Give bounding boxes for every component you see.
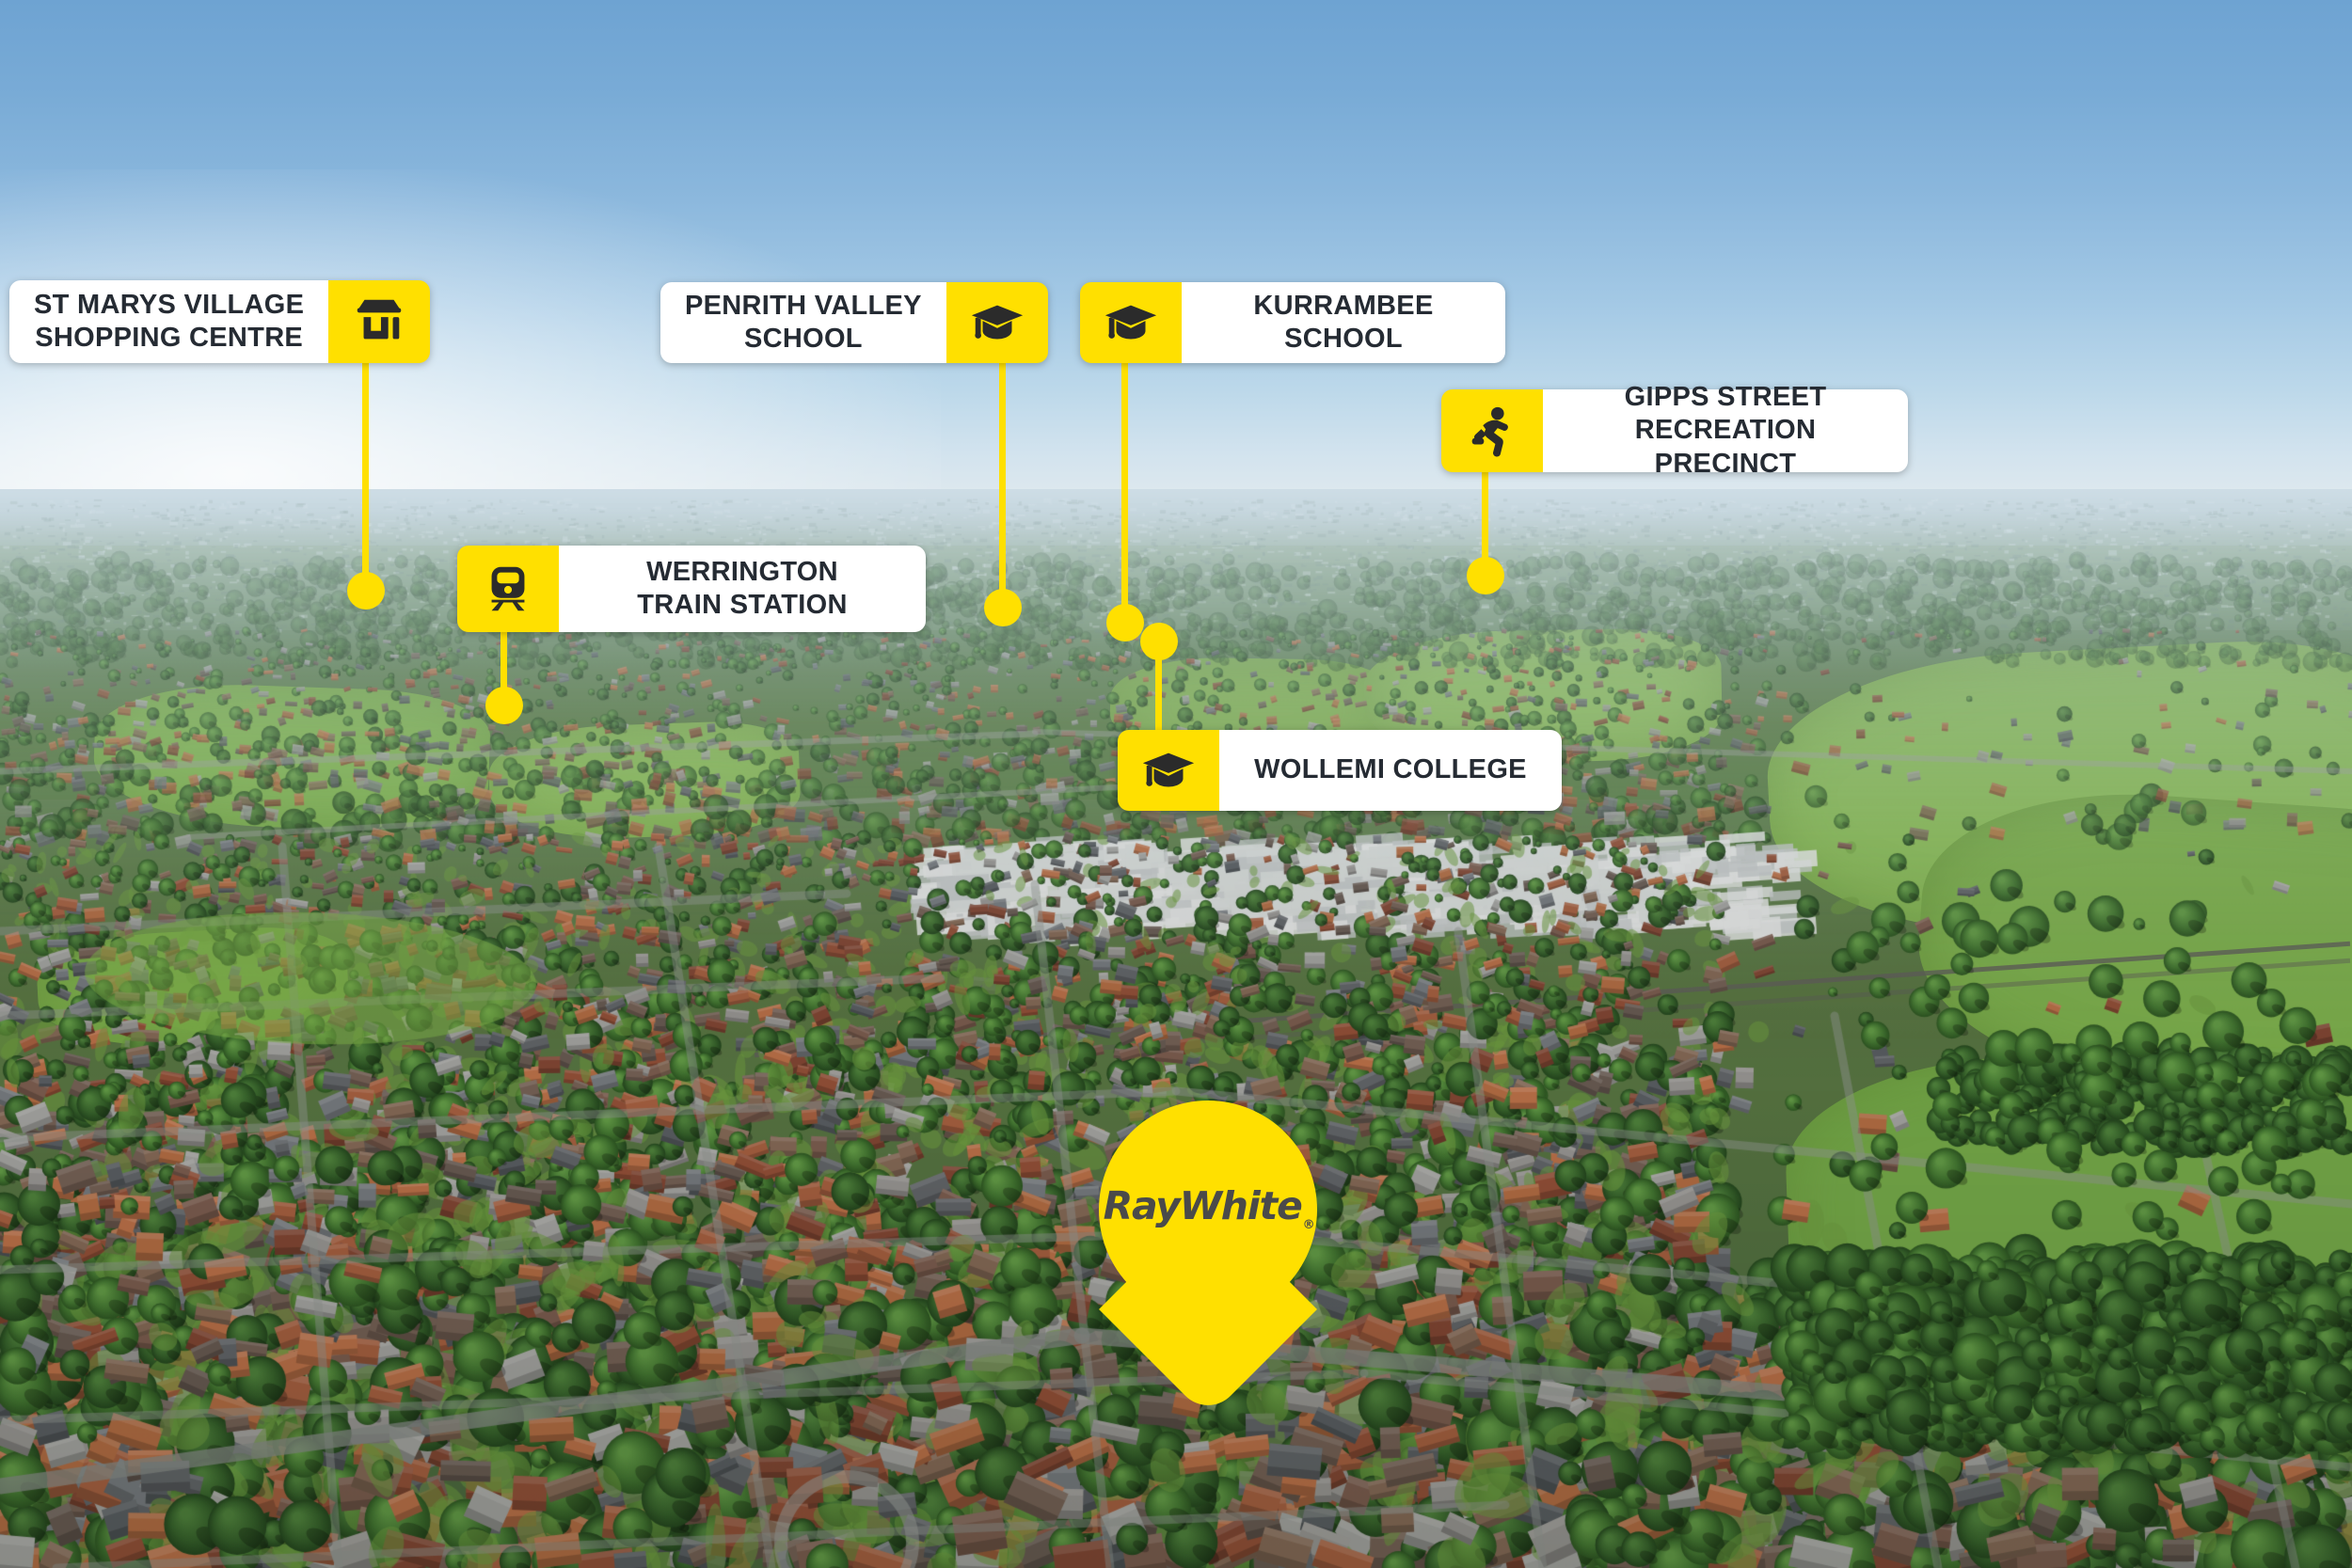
connector-dot-gipps-street-recreation-precinct <box>1467 557 1504 594</box>
aerial-photo-texture <box>0 489 2352 1568</box>
marker-label-text: KURRAMBEE SCHOOL <box>1253 290 1434 354</box>
marker-penrith-valley-school[interactable]: PENRITH VALLEY SCHOOL <box>660 282 1048 363</box>
connector-line-penrith-valley-school <box>999 363 1006 608</box>
marker-badge <box>1118 730 1219 811</box>
marker-werrington-train-station[interactable]: WERRINGTON TRAIN STATION <box>457 546 926 632</box>
marker-st-marys-village-shopping-centre[interactable]: ST MARYS VILLAGE SHOPPING CENTRE <box>9 280 431 363</box>
marker-kurrambee-school[interactable]: KURRAMBEE SCHOOL <box>1080 282 1505 363</box>
marker-label-box: WOLLEMI COLLEGE <box>1219 730 1562 811</box>
marker-gipps-street-recreation-precinct[interactable]: GIPPS STREET RECREATION PRECINCT <box>1441 382 1908 479</box>
graduation-cap-icon <box>1104 305 1157 340</box>
marker-wollemi-college[interactable]: WOLLEMI COLLEGE <box>1118 730 1562 811</box>
marker-label-box: WERRINGTON TRAIN STATION <box>559 546 926 632</box>
connector-line-werrington-train-station <box>501 632 507 705</box>
marker-badge <box>1441 389 1543 472</box>
connector-line-wollemi-college <box>1155 628 1162 741</box>
marker-label-box: GIPPS STREET RECREATION PRECINCT <box>1543 382 1908 479</box>
connector-line-gipps-street-recreation-precinct <box>1482 472 1488 576</box>
marker-badge <box>1080 282 1182 363</box>
marker-badge <box>457 546 559 632</box>
pin-head <box>1099 1101 1317 1319</box>
marker-label-text: PENRITH VALLEY SCHOOL <box>685 290 922 354</box>
runner-icon <box>1471 406 1508 457</box>
connector-line-kurrambee-school <box>1121 363 1128 623</box>
aerial-terrain <box>0 489 2352 1568</box>
graduation-cap-icon <box>1142 752 1195 787</box>
marker-label-text: WERRINGTON TRAIN STATION <box>637 556 848 620</box>
marker-label-text: ST MARYS VILLAGE SHOPPING CENTRE <box>34 289 305 353</box>
raywhite-logo-text: RayWhite <box>1103 1183 1303 1228</box>
trademark-symbol: ® <box>1302 1218 1315 1232</box>
connector-dot-wollemi-college <box>1140 623 1178 660</box>
shop-icon <box>358 299 402 340</box>
marker-label-box: ST MARYS VILLAGE SHOPPING CENTRE <box>9 280 329 363</box>
marker-label-box: KURRAMBEE SCHOOL <box>1182 282 1505 363</box>
property-location-pin[interactable]: RayWhite® <box>1099 1101 1317 1418</box>
train-icon <box>491 566 525 611</box>
connector-dot-st-marys-village-shopping-centre <box>347 572 385 610</box>
raywhite-logo: RayWhite® <box>1099 1183 1317 1232</box>
marker-label-text: WOLLEMI COLLEGE <box>1254 754 1527 785</box>
marker-badge <box>328 280 431 363</box>
connector-line-st-marys-village-shopping-centre <box>362 356 369 591</box>
marker-badge <box>946 282 1048 363</box>
connector-dot-werrington-train-station <box>485 687 523 724</box>
marker-label-box: PENRITH VALLEY SCHOOL <box>660 282 946 363</box>
graduation-cap-icon <box>971 305 1023 340</box>
connector-dot-kurrambee-school <box>1106 604 1144 641</box>
connector-dot-penrith-valley-school <box>984 589 1022 626</box>
marker-label-text: GIPPS STREET RECREATION PRECINCT <box>1624 381 1827 479</box>
